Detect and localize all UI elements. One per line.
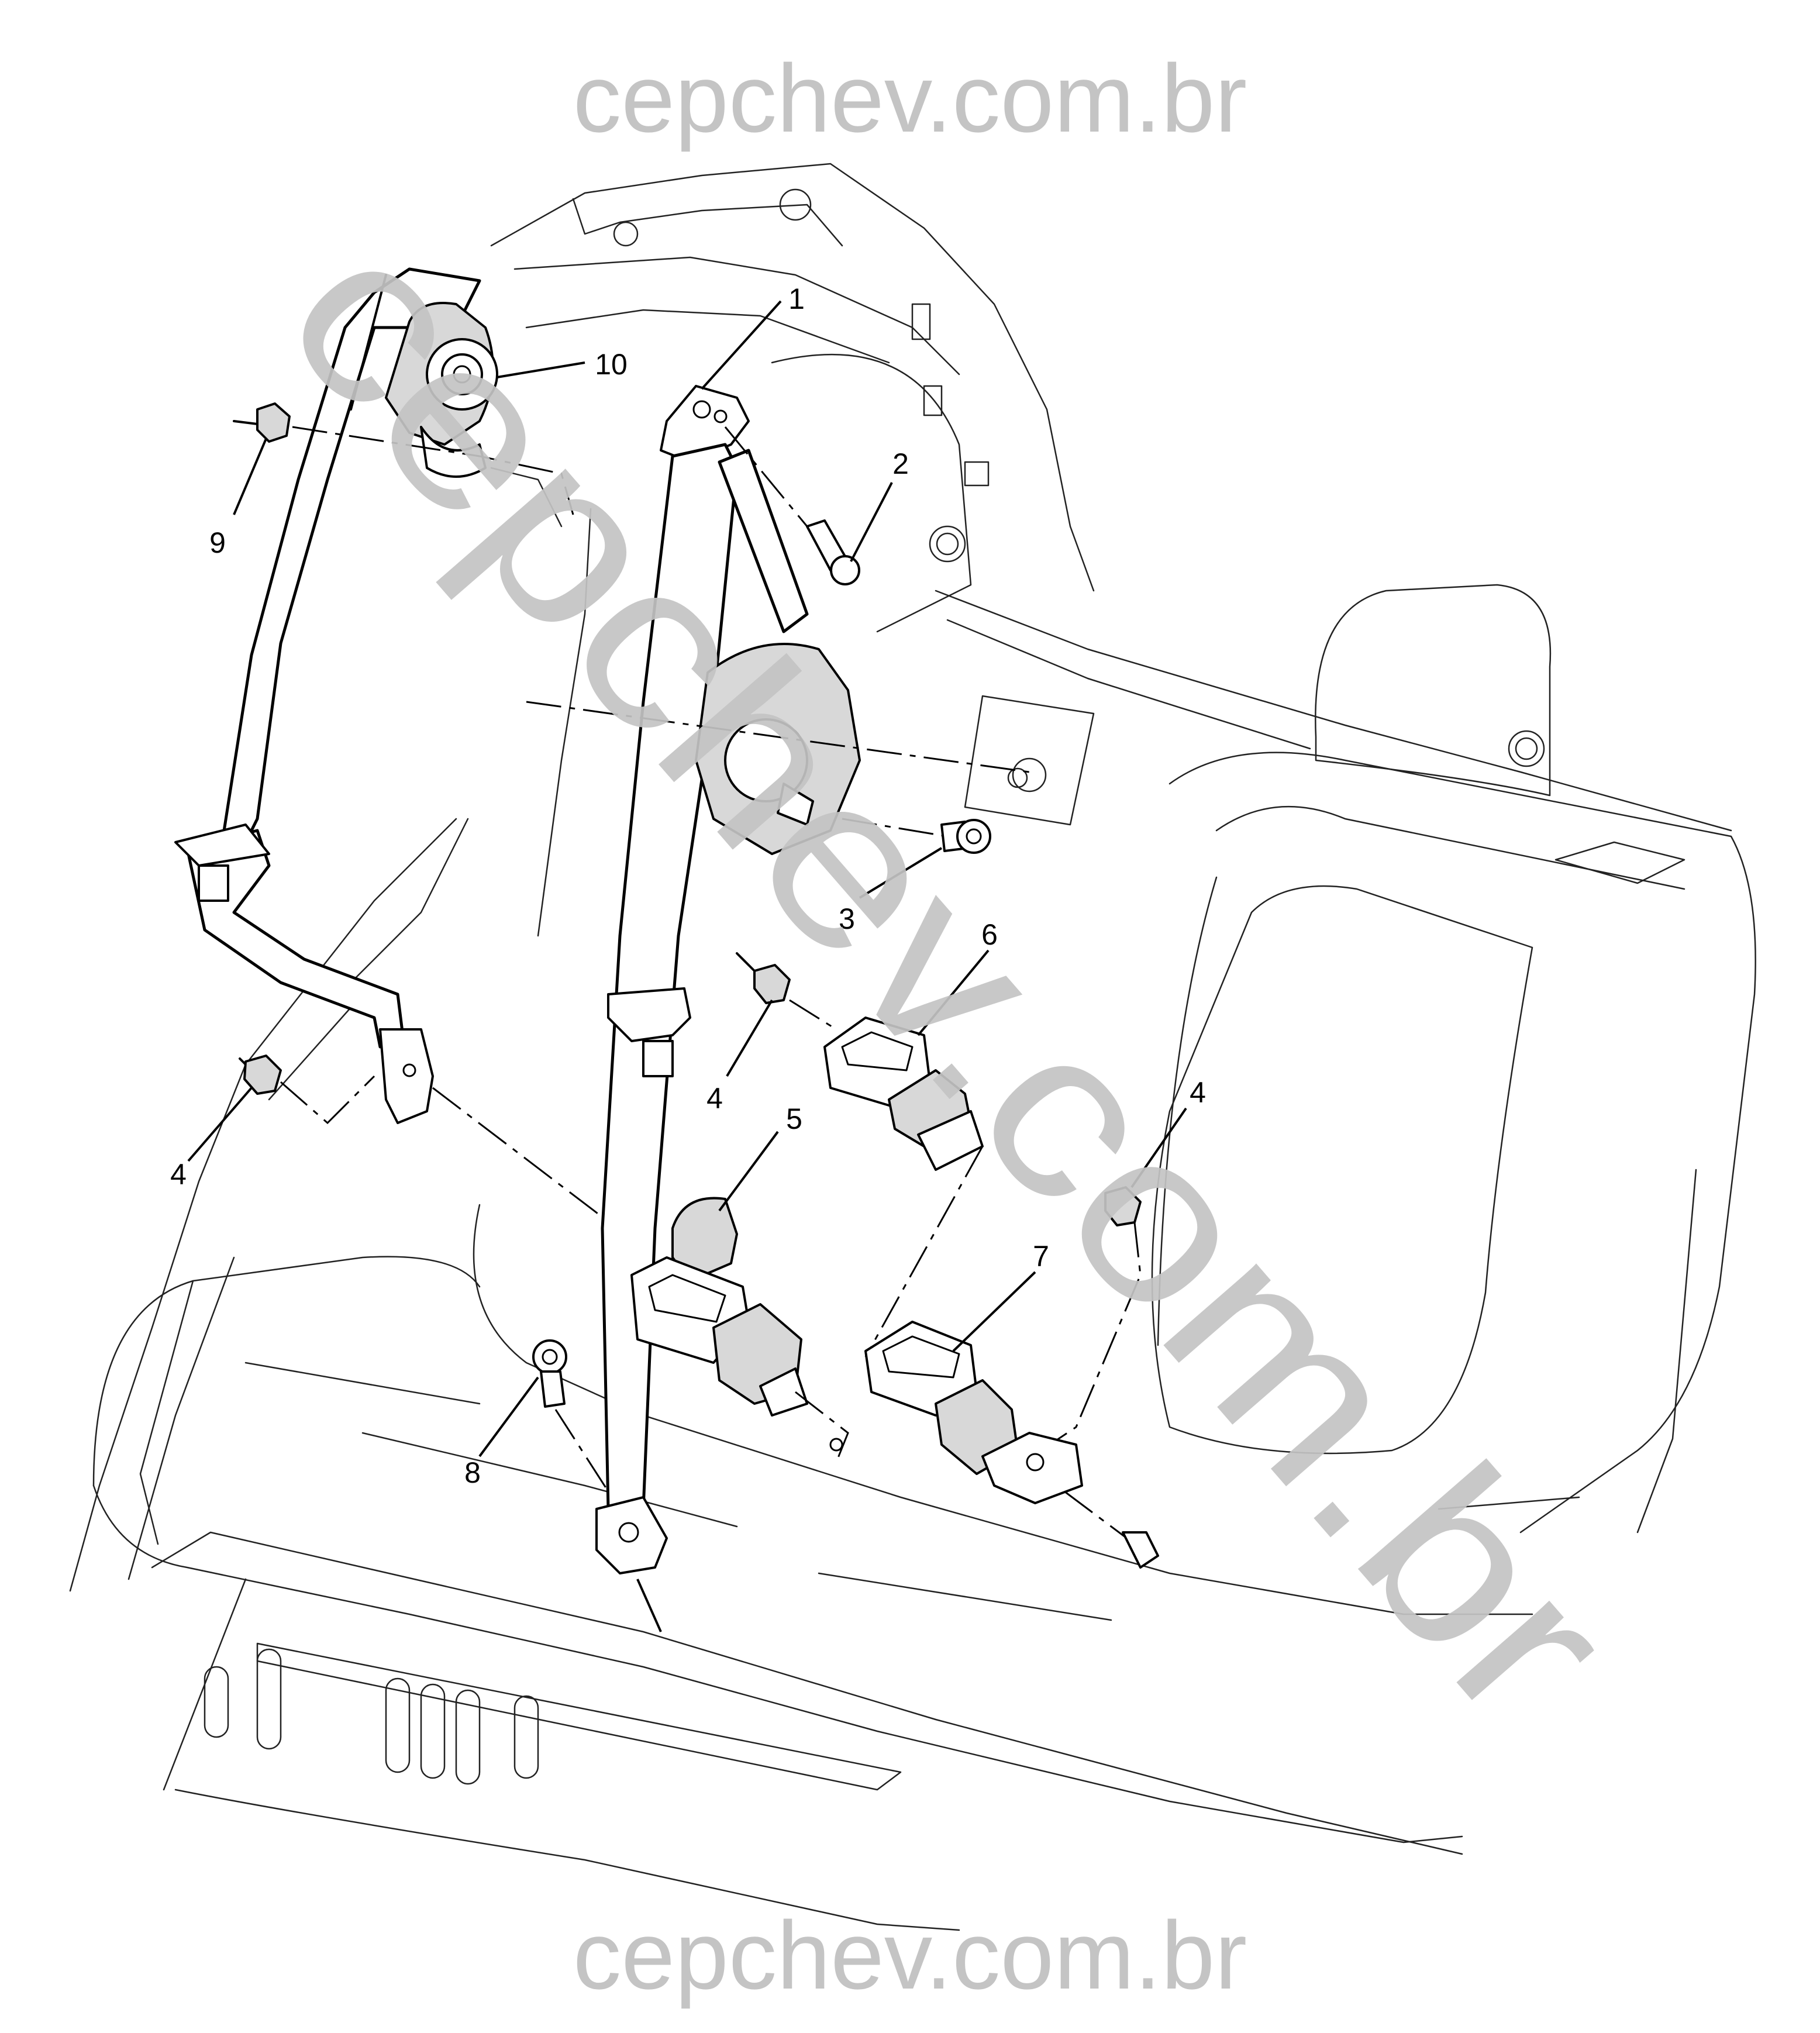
vehicle-body-panel xyxy=(490,163,1732,937)
bolt-2 xyxy=(724,426,860,585)
callout-labels: 1 2 3 4 4 4 5 6 7 8 9 10 xyxy=(170,282,1206,1489)
callout-4-right: 4 xyxy=(1190,1076,1206,1109)
callout-5: 5 xyxy=(786,1102,802,1135)
watermark-diagonal: cepchev.com.br xyxy=(236,184,1663,1769)
nut-9 xyxy=(233,402,574,515)
nut-4-left xyxy=(239,1055,375,1125)
nut-4-center xyxy=(736,952,837,1031)
callout-2: 2 xyxy=(892,447,909,480)
rear-seat-back xyxy=(1151,584,1756,1534)
center-shoulder-belt xyxy=(526,385,1030,1632)
buckle-7 xyxy=(864,1321,1159,1569)
callout-4-center: 4 xyxy=(706,1082,723,1115)
callout-9: 9 xyxy=(209,526,226,559)
callout-6: 6 xyxy=(981,918,998,951)
leader-lines xyxy=(187,300,1187,1457)
watermark-top: cepchev.com.br xyxy=(573,44,1247,152)
retractor-10 xyxy=(385,302,498,478)
buckle-6 xyxy=(823,1017,984,1357)
callout-1: 1 xyxy=(788,282,805,315)
callout-4-left: 4 xyxy=(170,1158,187,1191)
callout-8: 8 xyxy=(464,1456,481,1489)
buckle-5 xyxy=(630,1197,849,1463)
watermarks: cepchev.com.br cepchev.com.br cepchev.co… xyxy=(236,44,1663,2009)
watermark-bottom: cepchev.com.br xyxy=(573,1901,1247,2009)
nut-4-right xyxy=(1040,1186,1142,1452)
callout-7: 7 xyxy=(1033,1240,1049,1273)
callout-10: 10 xyxy=(595,348,628,381)
bolt-3 xyxy=(842,818,991,854)
left-outer-seat-belt xyxy=(174,267,679,1276)
bolt-8 xyxy=(532,1339,609,1492)
callout-3: 3 xyxy=(839,902,855,935)
